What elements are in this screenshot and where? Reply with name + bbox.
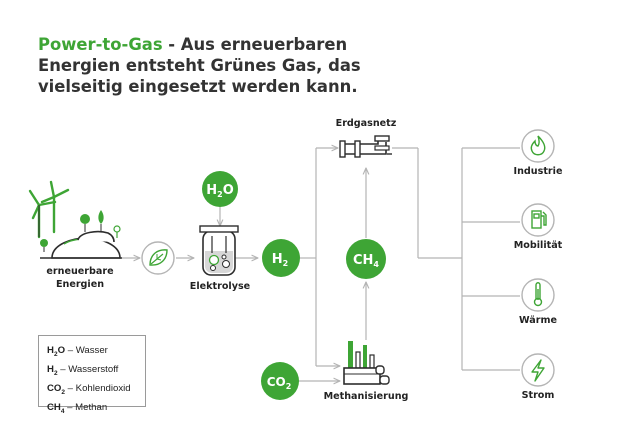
green-power-leaf-icon bbox=[141, 241, 175, 275]
title-text: - Aus erneuerbaren Energien entsteht Grü… bbox=[38, 35, 361, 96]
thermometer-icon bbox=[533, 282, 543, 307]
mobility-circle bbox=[521, 203, 555, 237]
water-formula: H2O bbox=[206, 183, 234, 199]
methanation-plant-icon bbox=[343, 341, 390, 385]
methane-formula: CH4 bbox=[353, 253, 379, 269]
methane-circle bbox=[346, 239, 386, 279]
fuel-pump-icon bbox=[531, 210, 547, 229]
gas-pipe-icon bbox=[339, 135, 392, 158]
power-circle bbox=[521, 353, 555, 387]
renewable-energies-icon bbox=[28, 180, 122, 259]
sources-label-line2: Energien bbox=[55, 279, 105, 290]
legend-box: H2O – Wasser H2 – Wasserstoff CO2 – Kohl… bbox=[38, 335, 146, 415]
hydrogen-circle bbox=[262, 239, 300, 277]
flame-icon bbox=[530, 135, 546, 156]
methanation-label: Methanisierung bbox=[323, 391, 409, 402]
electrolysis-label: Elektrolyse bbox=[189, 281, 251, 292]
title-highlight: Power-to-Gas bbox=[38, 35, 163, 54]
legend-row-methane: CH4 – Methan bbox=[47, 401, 108, 415]
use-label-industry: Industrie bbox=[513, 166, 563, 177]
legend-row-co2: CO2 – Kohlendioxid bbox=[47, 382, 131, 396]
lightning-icon bbox=[531, 359, 545, 382]
sources-label-line1: erneuerbare bbox=[46, 266, 114, 277]
use-label-heat: Wärme bbox=[519, 315, 557, 326]
page-title: Power-to-Gas - Aus erneuerbaren Energien… bbox=[38, 34, 398, 97]
co2-formula: CO2 bbox=[267, 375, 292, 391]
hydrogen-formula: H2 bbox=[272, 252, 288, 268]
use-label-power: Strom bbox=[521, 390, 555, 401]
legend-row-water: H2O – Wasser bbox=[47, 345, 108, 358]
connector-lines bbox=[122, 148, 520, 381]
gas-grid-label: Erdgasnetz bbox=[335, 118, 397, 129]
use-label-mobility: Mobilität bbox=[513, 240, 563, 251]
legend-row-hydrogen: H2 – Wasserstoff bbox=[47, 363, 119, 377]
electrolysis-vessel-icon bbox=[199, 225, 239, 276]
co2-circle bbox=[261, 362, 299, 400]
water-circle bbox=[202, 171, 238, 207]
